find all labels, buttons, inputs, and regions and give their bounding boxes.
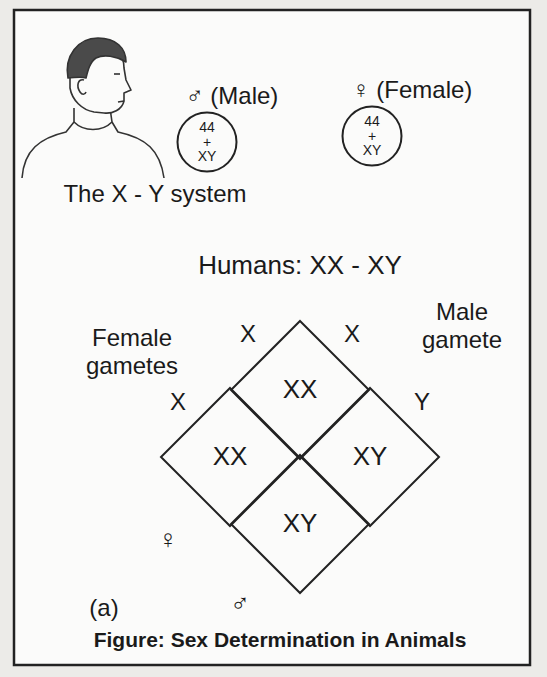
panel-label: (a) (89, 594, 118, 622)
system-label: The X - Y system (63, 180, 246, 208)
node-text: XY (283, 509, 318, 539)
node-text: 44 + XY (360, 114, 384, 158)
sex-symbol: ♂ (230, 589, 250, 619)
sex-label: ♂ (Male) (186, 82, 279, 110)
node-text: XX (213, 442, 248, 472)
man-illustration (22, 38, 164, 178)
sex-symbol: ♀ (158, 525, 178, 555)
outline (231, 321, 369, 459)
gamete-label: X (170, 388, 186, 416)
outline (343, 107, 402, 166)
node-text: 44 + XY (195, 120, 219, 164)
outline (178, 113, 237, 172)
punnett-cell: XX (230, 320, 370, 460)
gamete-heading: Female gametes (57, 324, 207, 379)
sex-label: ♀ (Female) (352, 76, 473, 104)
outline (301, 388, 439, 526)
outline (231, 455, 369, 593)
node-text: XX (283, 375, 318, 405)
gamete-heading: Male gamete (402, 298, 522, 353)
outline (161, 388, 299, 526)
node-text: XY (353, 442, 388, 472)
punnett-cell: XY (300, 387, 440, 527)
figure-caption: Figure: Sex Determination in Animals (94, 628, 467, 652)
karyotype-circle: 44 + XY (341, 105, 403, 167)
karyotype-circle: 44 + XY (176, 111, 238, 173)
gamete-label: X (240, 320, 256, 348)
gamete-label: Y (414, 388, 430, 416)
punnett-cell: XY (230, 454, 370, 594)
punnett-cell: XX (160, 387, 300, 527)
gamete-label: X (344, 320, 360, 348)
figure-frame (14, 10, 530, 665)
heading-label: Humans: XX - XY (198, 251, 402, 281)
